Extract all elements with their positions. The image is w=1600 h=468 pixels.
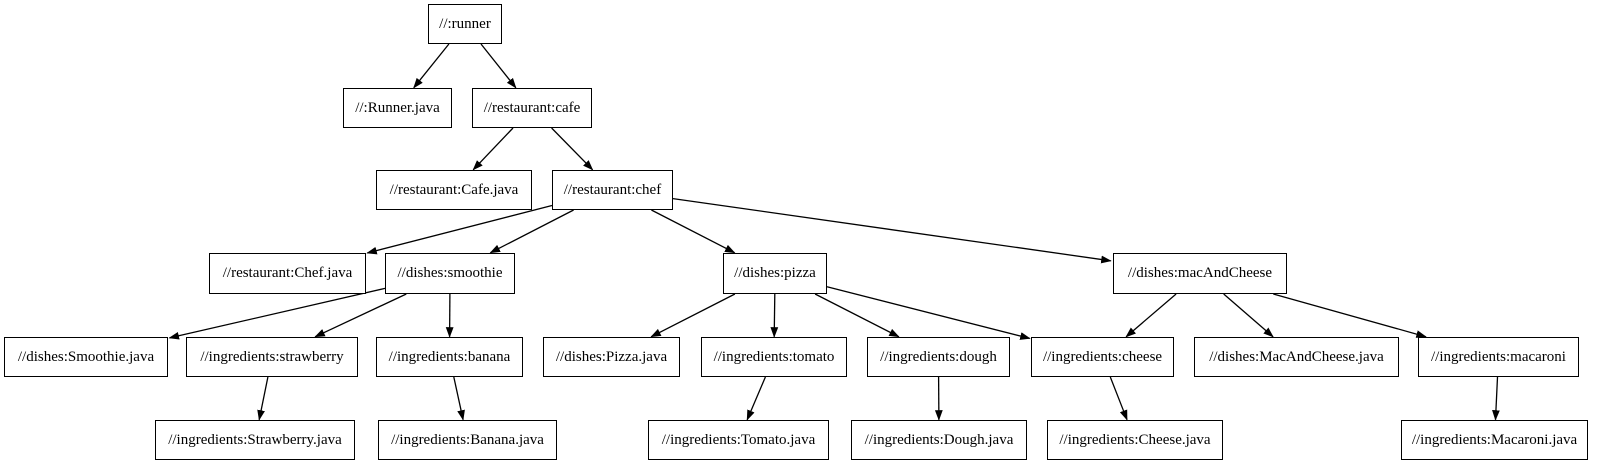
graph-node-macAndCheese: //dishes:macAndCheese [1113,253,1287,294]
graph-node-smoothieJava: //dishes:Smoothie.java [4,337,168,377]
graph-node-tomato: //ingredients:tomato [701,337,847,377]
graph-node-banana: //ingredients:banana [376,337,523,377]
graph-node-runnerJava: //:Runner.java [343,88,452,128]
graph-node-cafeJava: //restaurant:Cafe.java [376,170,532,210]
graph-node-cheeseJava: //ingredients:Cheese.java [1047,420,1223,460]
graph-node-runner: //:runner [428,4,502,44]
graph-node-tomatoJava: //ingredients:Tomato.java [648,420,829,460]
graph-node-strawberry: //ingredients:strawberry [186,337,358,377]
graph-node-cheese: //ingredients:cheese [1031,337,1174,377]
graph-node-dough: //ingredients:dough [867,337,1010,377]
graph-node-chef: //restaurant:chef [552,170,673,210]
graph-node-pizzaJava: //dishes:Pizza.java [543,337,680,377]
graph-node-bananaJava: //ingredients:Banana.java [378,420,557,460]
graph-node-strawberryJava: //ingredients:Strawberry.java [155,420,355,460]
graph-node-chefJava: //restaurant:Chef.java [209,253,366,294]
graph-node-cafe: //restaurant:cafe [472,88,592,128]
graph-node-macAndCheeseJava: //dishes:MacAndCheese.java [1194,337,1399,377]
graph-node-smoothie: //dishes:smoothie [385,253,515,294]
graph-node-doughJava: //ingredients:Dough.java [851,420,1027,460]
graph-node-pizza: //dishes:pizza [723,253,827,294]
graph-node-macaroni: //ingredients:macaroni [1418,337,1579,377]
graph-node-macaroniJava: //ingredients:Macaroni.java [1401,420,1588,460]
